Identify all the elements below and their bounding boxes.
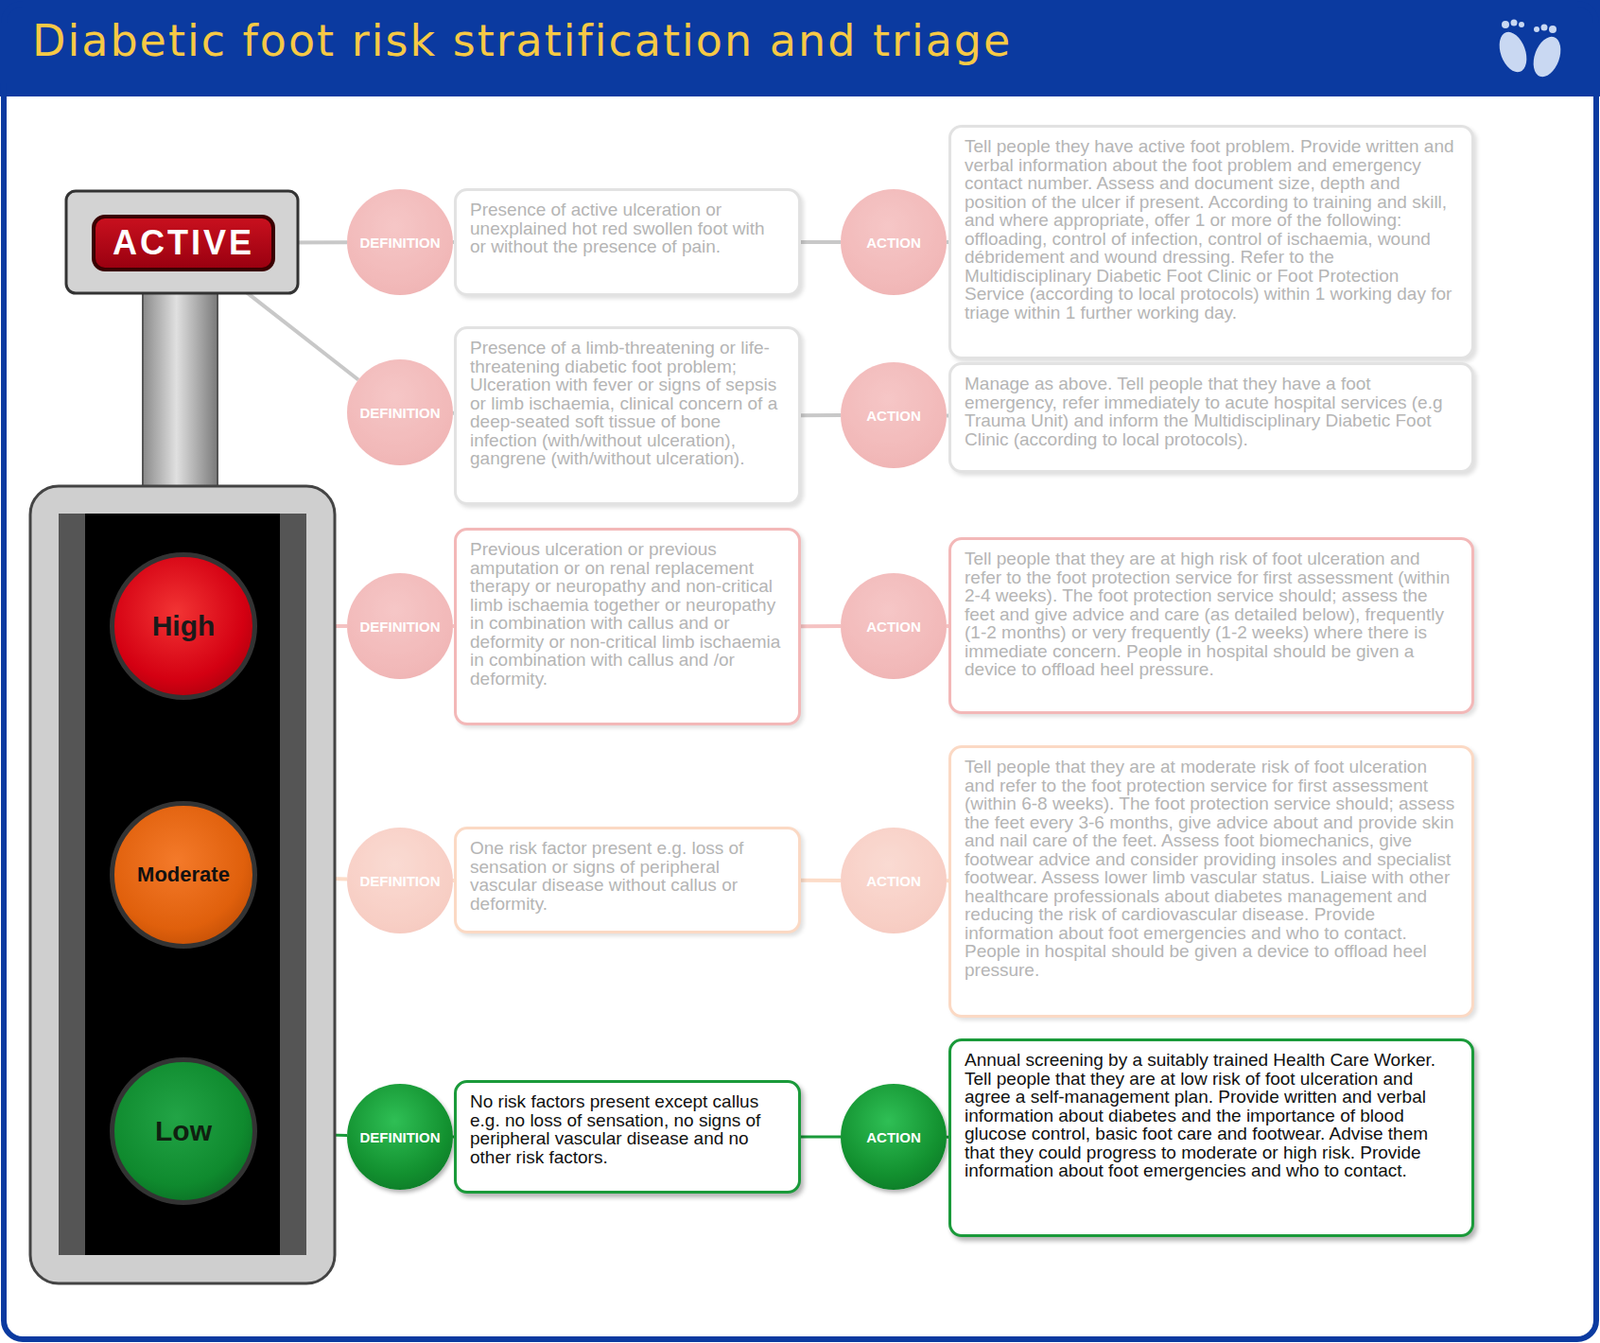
step-circle: DEFINITION — [347, 573, 453, 679]
panel-stripe — [58, 513, 86, 1255]
node-text: No risk factors present except callus e.… — [469, 1092, 785, 1166]
connector-line — [800, 413, 841, 418]
node-text: Presence of active ulceration or unexpla… — [469, 200, 785, 257]
node-text: DEFINITION — [360, 404, 441, 421]
node-text: Tell people they have active foot proble… — [964, 137, 1459, 322]
step-circle: ACTION — [840, 189, 947, 296]
connector-line — [800, 878, 841, 883]
connector-line — [800, 1135, 841, 1139]
text-box: Tell people they have active foot proble… — [948, 124, 1475, 360]
text-box: Previous ulceration or previous amputati… — [453, 527, 801, 726]
step-circle: DEFINITION — [347, 1083, 453, 1190]
light-housing — [30, 486, 335, 1284]
node-text: DEFINITION — [360, 872, 441, 889]
node-text: DEFINITION — [360, 618, 441, 635]
node-text: Tell people that they are at moderate ri… — [964, 757, 1459, 979]
text-box: Annual screening by a suitably trained H… — [948, 1038, 1475, 1237]
text-box: No risk factors present except callus e.… — [453, 1079, 801, 1194]
node-text: High — [152, 609, 216, 643]
header-band — [0, 0, 1600, 97]
step-circle: DEFINITION — [347, 827, 453, 934]
node-text: Presence of a limb-threatening or life-t… — [469, 338, 785, 469]
text-box: Tell people that they are at high risk o… — [948, 537, 1475, 714]
outer-frame — [3, 3, 1597, 1340]
step-circle: ACTION — [840, 362, 947, 469]
node-text: Manage as above. Tell people that they h… — [964, 374, 1459, 449]
node-text: ACTION — [866, 234, 922, 251]
panel-stripe — [279, 513, 307, 1255]
text-box: Presence of a limb-threatening or life-t… — [453, 326, 801, 505]
footprint-icon — [1494, 19, 1566, 82]
node-text: DEFINITION — [360, 234, 441, 251]
node-text: ACTION — [866, 872, 922, 889]
risk-light: Low — [109, 1057, 258, 1205]
risk-light: High — [109, 552, 258, 700]
node-text: ACTION — [866, 618, 922, 635]
node-text: Tell people that they are at high risk o… — [964, 549, 1459, 679]
text-box: One risk factor present e.g. loss of sen… — [453, 826, 801, 934]
step-circle: ACTION — [840, 827, 947, 934]
node-text: Moderate — [137, 862, 230, 887]
node-text: DEFINITION — [360, 1129, 441, 1146]
connector-line — [800, 624, 841, 628]
risk-light: Moderate — [109, 800, 258, 949]
pole — [142, 291, 218, 490]
step-circle: ACTION — [840, 1083, 947, 1190]
text-box: Presence of active ulceration or unexpla… — [453, 188, 801, 296]
node-text: ACTION — [866, 407, 922, 424]
node-text: ACTIVE — [112, 223, 255, 263]
node-text: Previous ulceration or previous amputati… — [469, 539, 785, 688]
node-text: One risk factor present e.g. loss of sen… — [469, 838, 785, 913]
step-circle: DEFINITION — [347, 189, 453, 296]
step-circle: ACTION — [840, 573, 947, 679]
node-text: Annual screening by a suitably trained H… — [964, 1050, 1459, 1181]
text-box: Tell people that they are at moderate ri… — [948, 745, 1475, 1018]
node-text: Low — [155, 1114, 212, 1148]
light-panel — [58, 513, 307, 1255]
status-sign: ACTIVE — [91, 214, 276, 272]
step-circle: DEFINITION — [347, 359, 453, 466]
sign-plate — [66, 191, 298, 294]
connector-line — [800, 240, 841, 244]
text-box: Manage as above. Tell people that they h… — [948, 362, 1475, 473]
diagram-title: Diabetic foot risk stratification and tr… — [32, 15, 1012, 67]
node-text: ACTION — [866, 1129, 922, 1146]
